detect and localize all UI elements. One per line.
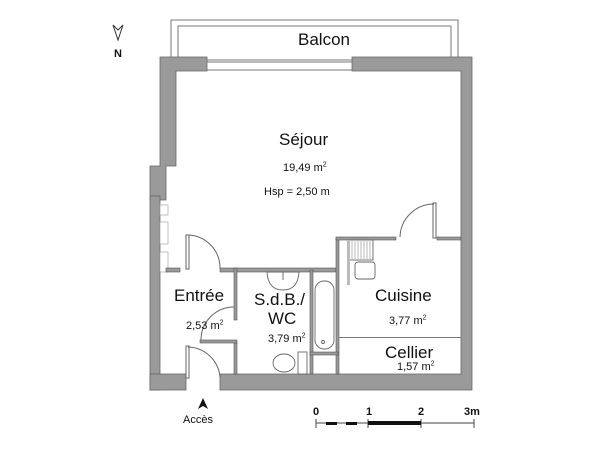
- room-area-sdb: 3,79 m2: [268, 332, 306, 345]
- room-area-cuisine: 3,77 m2: [389, 314, 427, 327]
- scale-tick-1: 1: [366, 406, 373, 418]
- room-label-cuisine: Cuisine: [375, 286, 432, 305]
- doors: [185, 202, 437, 379]
- balcony-outline: [170, 19, 459, 61]
- room-label-sdb-line2: WC: [268, 309, 297, 328]
- scale-tick-0: 0: [313, 406, 320, 418]
- bathtub-icon: [314, 280, 335, 350]
- ceiling-height: Hsp = 2,50 m: [264, 186, 330, 198]
- top-window: [207, 61, 352, 71]
- north-label: N: [114, 48, 122, 60]
- scale-tick-2: 2: [418, 406, 425, 418]
- room-label-sdb-line1: S.d.B./: [254, 290, 306, 309]
- kitchen-sink-icon: [354, 261, 376, 280]
- interior-walls: [165, 236, 462, 375]
- room-area-sejour: 19,49 m2: [283, 161, 327, 174]
- room-area-cellier: 1,57 m2: [397, 360, 435, 373]
- fixtures: [266, 239, 376, 375]
- north-arrow-icon: [112, 24, 124, 42]
- entrance-arrow-icon: [198, 398, 208, 409]
- room-label-cellier: Cellier: [385, 343, 434, 362]
- toilet-icon: [272, 353, 296, 373]
- scale-tick-3: 3m: [464, 406, 480, 418]
- sink-icon: [266, 271, 300, 291]
- entrance-label: Accès: [183, 414, 213, 426]
- room-label-sejour: Séjour: [279, 130, 329, 149]
- left-window: [159, 204, 169, 273]
- scale-bar: [315, 419, 475, 428]
- room-label-balcon: Balcon: [298, 30, 350, 49]
- room-area-entree: 2,53 m2: [186, 319, 224, 332]
- room-label-entree: Entrée: [174, 286, 225, 305]
